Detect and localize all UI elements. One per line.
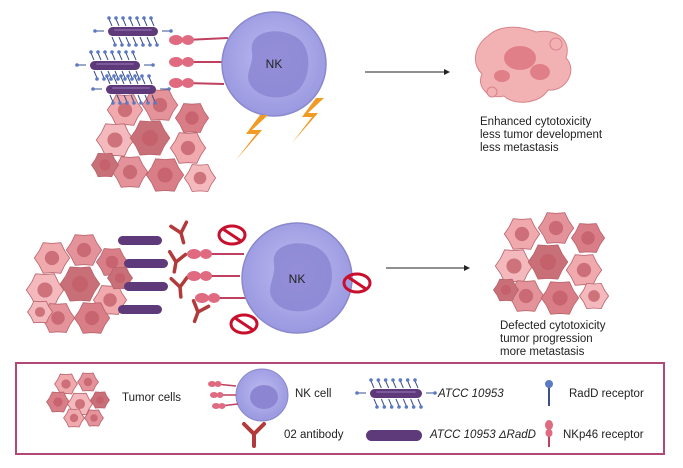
outcome-bottom-line-3: more metastasis [500, 346, 585, 358]
antibody-icon [169, 275, 189, 299]
outcome-top-line-3: less metastasis [480, 142, 559, 154]
nkp46-receptors-top [169, 35, 229, 88]
legend-nk-label: NK cell [295, 388, 332, 400]
antibody-icon [191, 299, 211, 324]
tumor-cell [527, 244, 569, 280]
outcome-top-line-2: less tumor development [480, 129, 603, 141]
nk-cell-top: NK [221, 11, 327, 117]
tumor-cell [84, 409, 104, 427]
tumor-cell [141, 89, 179, 121]
arrow-top [365, 69, 450, 75]
tumor-cell [129, 120, 171, 156]
tumor-cell [494, 249, 534, 283]
tumor-cell [106, 94, 144, 126]
tumor-cell [174, 103, 210, 133]
tumor-cell [570, 223, 606, 253]
tumor-cell [540, 281, 580, 315]
legend-tumor-label: Tumor cells [122, 392, 181, 404]
tumor-cell [91, 152, 119, 178]
legend-atcc-delta-label: ATCC 10953 ΔRadD [430, 429, 536, 441]
tumor-cell [578, 282, 610, 310]
tumor-cell [59, 266, 101, 302]
tumor-cell [63, 408, 85, 428]
legend-antibody-icon [242, 422, 266, 448]
tumor-cell [90, 391, 110, 409]
nk-cell-bottom: NK [241, 222, 353, 334]
tumor-cell [503, 218, 541, 250]
tumor-cell [54, 373, 78, 395]
nk-label-bottom: NK [289, 272, 306, 286]
tumor-large-bottom [493, 212, 610, 315]
tumor-cell [537, 212, 575, 244]
bacterium [75, 50, 155, 81]
outcome-bottom-line-2: tumor progression [500, 333, 593, 345]
legend-nk-icon [208, 368, 289, 422]
tumor-cell [145, 158, 185, 192]
bacterium [91, 74, 171, 105]
tumor-cell [65, 234, 103, 266]
legend-nkp46-icon [545, 420, 553, 447]
antibody-icon [169, 220, 189, 245]
antibody-icon [167, 249, 188, 274]
tumor-cell [73, 302, 111, 334]
tumor-cell [27, 300, 53, 324]
legend-atcc-delta-icon [366, 430, 422, 441]
tumor-cell [565, 254, 603, 286]
outcome-text-bottom: Defected cytotoxicity tumor progression … [500, 320, 605, 359]
arrow-bottom [386, 265, 470, 271]
tumor-cell [46, 391, 70, 413]
tumor-cell [169, 132, 207, 164]
legend-atcc-label: ATCC 10953 [438, 388, 504, 400]
tumor-cell [77, 372, 99, 392]
bacterium [355, 378, 437, 409]
outcome-text-top: Enhanced cytotoxicity less tumor develop… [480, 116, 602, 155]
nkp46-receptors-bottom [187, 249, 246, 303]
legend-radd-label: RadD receptor [569, 388, 644, 400]
bacteria-with-radd-top [75, 16, 173, 105]
tumor-cell [111, 156, 149, 188]
tumor-cell [33, 242, 71, 274]
legend-atcc-icon [355, 378, 437, 409]
tumor-cell [183, 164, 217, 192]
tumor-reduced-top [474, 26, 572, 103]
legend-tumor-icon [46, 372, 110, 428]
legend-radd-receptor-icon [545, 380, 553, 406]
outcome-bottom-line-1: Defected cytotoxicity [500, 320, 606, 332]
tumor-cluster-bottom [25, 234, 133, 334]
antibodies [167, 220, 211, 324]
tumor-cluster-top [91, 89, 217, 192]
legend-nkp46-label: NKp46 receptor [563, 429, 644, 441]
prohibited-icons [217, 224, 372, 335]
legend-box [15, 362, 665, 455]
outcome-top-line-1: Enhanced cytotoxicity [480, 116, 592, 128]
legend-antibody-label: 02 antibody [284, 429, 344, 441]
tumor-cell [25, 273, 65, 307]
bacterium [93, 16, 173, 47]
nk-label-top: NK [266, 57, 283, 71]
bacteria-delta-radd-bottom [118, 236, 168, 314]
tumor-cell [95, 123, 135, 157]
tumor-cell [493, 278, 519, 302]
